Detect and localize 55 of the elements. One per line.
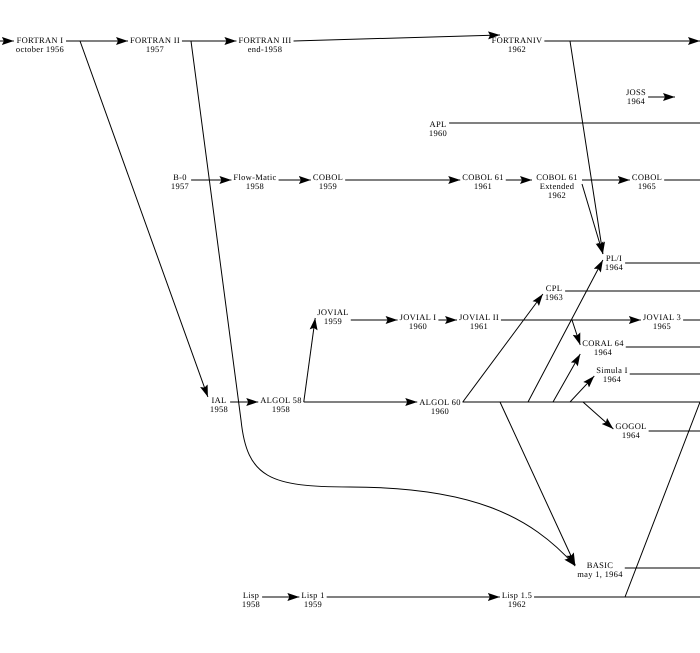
arrow (350, 316, 398, 324)
language-label: Lisp 1958 (242, 591, 260, 609)
arrow (278, 176, 312, 184)
arrow (505, 176, 532, 184)
arrow (293, 31, 500, 42)
language-label: JOVIAL 3 1965 (642, 313, 682, 331)
language-label: B-0 1957 (170, 173, 190, 191)
arrow (230, 398, 259, 406)
language-label: JOVIAL 1959 (317, 308, 349, 326)
arrow (648, 93, 676, 101)
arrow (500, 320, 581, 346)
language-label: APL 1960 (428, 120, 448, 138)
language-label: FORTRANIV 1962 (492, 36, 542, 54)
connector-line (564, 290, 700, 292)
language-label: FORTRAN I october 1956 (16, 36, 64, 54)
arrow (344, 176, 461, 184)
connector-line (624, 262, 700, 264)
arrow (438, 316, 458, 324)
connector-line (448, 122, 700, 124)
language-label: CORAL 64 1964 (582, 339, 624, 357)
language-label: PL/I 1964 (604, 254, 624, 272)
language-label: Lisp 1.5 1962 (502, 591, 532, 609)
arrow (303, 398, 418, 406)
arrow (181, 40, 576, 566)
language-label: Simula I 1964 (596, 366, 628, 384)
language-label: BASIC may 1, 1964 (577, 561, 623, 579)
language-label: Lisp 1 1959 (301, 591, 325, 609)
language-label: COBOL 1965 (632, 173, 662, 191)
language-label: FORTRAN II 1957 (130, 36, 180, 54)
arrow (262, 593, 300, 601)
arrow (303, 318, 318, 402)
arrow (190, 176, 232, 184)
language-label: COBOL 1959 (312, 173, 344, 191)
language-label: GOGOL 1964 (615, 422, 647, 440)
language-label: IAL 1958 (210, 396, 228, 414)
arrow (0, 37, 14, 45)
connector-line (648, 430, 700, 432)
language-label: JOVIAL I 1960 (400, 313, 436, 331)
language-label: JOSS 1964 (626, 88, 646, 106)
language-label: ALGOL 58 1958 (260, 396, 302, 414)
connector-line (625, 346, 700, 348)
language-label: COBOL 61 1961 (462, 173, 504, 191)
language-label: FORTRAN III end-1958 (238, 36, 292, 54)
language-label: JOVIAL II 1961 (459, 313, 499, 331)
arrow (326, 593, 500, 601)
language-label: CPL 1963 (544, 284, 564, 302)
language-label: COBOL 61 Extended 1962 (534, 173, 580, 200)
arrow (582, 176, 630, 184)
arrow (66, 40, 208, 398)
connector-line (534, 402, 700, 598)
arrow (462, 294, 544, 402)
arrow (544, 40, 606, 254)
language-label: ALGOL 60 1960 (419, 398, 461, 416)
language-label: Flow-Matic 1958 (233, 173, 277, 191)
arrow (582, 184, 604, 254)
